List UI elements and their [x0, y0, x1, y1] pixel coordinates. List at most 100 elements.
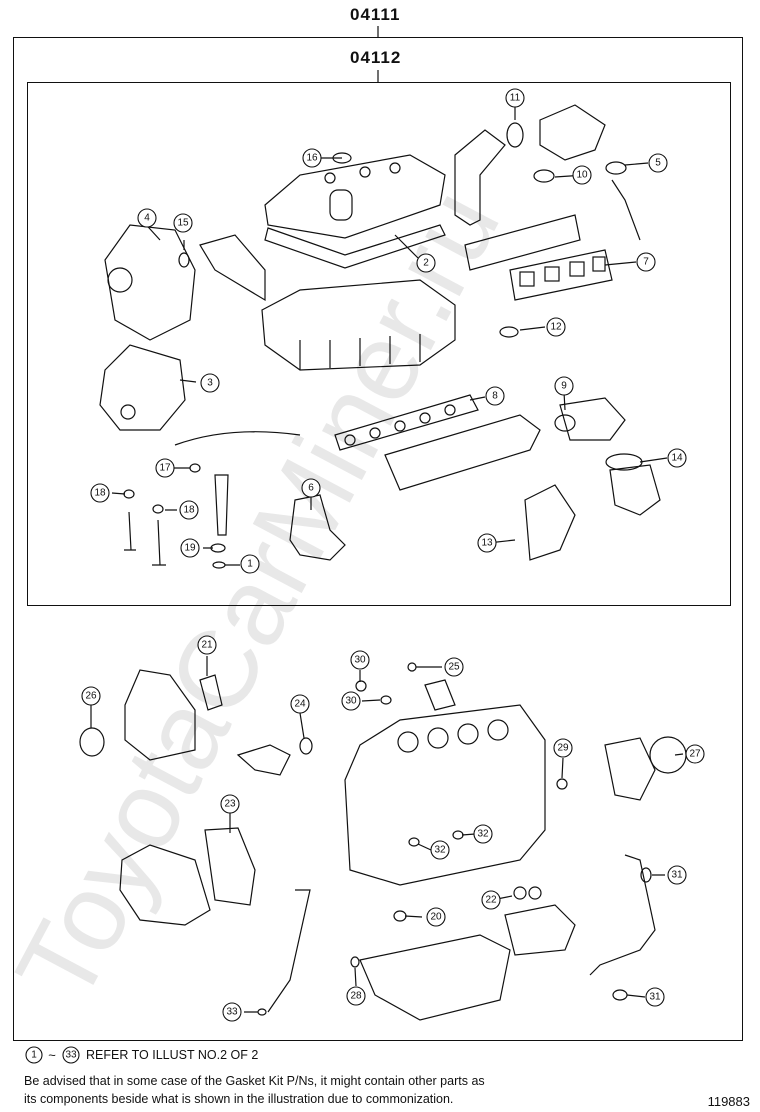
- callout: 14: [667, 448, 687, 468]
- svg-text:22: 22: [485, 895, 497, 906]
- vacuum-pump-part: [524, 484, 576, 561]
- svg-text:1: 1: [247, 559, 253, 570]
- bracket-part: [199, 234, 266, 302]
- svg-text:5: 5: [655, 158, 661, 169]
- cylinder-head-part: [261, 279, 456, 371]
- callout: 5: [648, 153, 668, 173]
- svg-text:21: 21: [201, 640, 213, 651]
- throttle-part: [609, 464, 661, 516]
- callout: 26: [81, 686, 101, 706]
- callout: 21: [197, 635, 217, 655]
- callout: 32: [430, 840, 450, 860]
- callout: 25: [444, 657, 464, 677]
- svg-text:8: 8: [492, 391, 498, 402]
- svg-text:14: 14: [671, 453, 683, 464]
- intake-gasket-part: [334, 394, 479, 451]
- svg-text:30: 30: [345, 696, 357, 707]
- svg-text:4: 4: [144, 213, 150, 224]
- turbo-part: [539, 104, 606, 161]
- cylinder-block-part: [344, 704, 546, 886]
- timing-cover-part: [99, 224, 196, 431]
- svg-text:33: 33: [65, 1050, 77, 1061]
- timing-case-part: [124, 669, 196, 761]
- svg-text:3: 3: [207, 378, 213, 389]
- rear-retainer-part: [604, 737, 656, 801]
- callout: 16: [302, 148, 322, 168]
- callout: 28: [346, 986, 366, 1006]
- callout: 7: [636, 252, 656, 272]
- intake-manifold-part: [384, 414, 541, 491]
- svg-text:9: 9: [561, 381, 567, 392]
- callout: 10: [572, 165, 592, 185]
- outer-kit-code: 04111: [350, 5, 401, 24]
- callout: 18: [179, 500, 199, 520]
- callout: 24: [290, 694, 310, 714]
- valve-part: [152, 519, 166, 566]
- svg-text:13: 13: [481, 538, 493, 549]
- svg-text:11: 11: [510, 93, 521, 104]
- svg-text:6: 6: [308, 483, 314, 494]
- callout: 30: [341, 691, 361, 711]
- svg-text:29: 29: [557, 743, 569, 754]
- water-pump-gasket-part: [204, 827, 256, 906]
- oil-pan-part: [359, 934, 511, 1021]
- svg-text:1: 1: [31, 1050, 37, 1061]
- svg-text:31: 31: [649, 992, 661, 1003]
- callout: 12: [546, 317, 566, 337]
- inner-kit-code: 04112: [350, 48, 402, 67]
- callout: 13: [477, 533, 497, 553]
- wire-harness-part: [174, 431, 301, 446]
- exhaust-manifold-part: [464, 214, 581, 271]
- svg-text:32: 32: [477, 829, 489, 840]
- dipstick-part: [267, 889, 311, 1013]
- callout: 27: [685, 744, 705, 764]
- callout: 4: [137, 208, 157, 228]
- callout: 8: [485, 386, 505, 406]
- manifold-gasket-part: [509, 249, 613, 301]
- front-cover-part: [119, 844, 211, 926]
- callout: 33: [222, 1002, 242, 1022]
- svg-text:19: 19: [184, 543, 196, 554]
- svg-text:15: 15: [177, 218, 189, 229]
- svg-text:27: 27: [689, 749, 701, 760]
- egr-part: [559, 397, 626, 441]
- callout: 20: [426, 907, 446, 927]
- callout: 33: [62, 1046, 80, 1064]
- svg-text:23: 23: [224, 799, 236, 810]
- callout: 30: [350, 650, 370, 670]
- svg-text:28: 28: [350, 991, 362, 1002]
- svg-text:30: 30: [354, 655, 366, 666]
- starter-part: [504, 904, 576, 956]
- svg-text:16: 16: [306, 153, 318, 164]
- advisory-line-1: Be advised that in some case of the Gask…: [24, 1074, 485, 1088]
- callout: 17: [155, 458, 175, 478]
- callout: 31: [645, 987, 665, 1007]
- callout: 3: [200, 373, 220, 393]
- svg-text:17: 17: [159, 463, 171, 474]
- svg-text:24: 24: [294, 699, 306, 710]
- svg-text:18: 18: [94, 488, 106, 499]
- refer-note: REFER TO ILLUST NO.2 OF 2: [86, 1048, 259, 1062]
- intake-pipe-part: [454, 129, 506, 226]
- water-outlet-part: [289, 494, 346, 561]
- svg-text:25: 25: [448, 662, 460, 673]
- callout: 32: [473, 824, 493, 844]
- o-ring-part: [199, 674, 223, 711]
- valve-part: [124, 511, 136, 551]
- callout: 6: [301, 478, 321, 498]
- callout: 2: [416, 253, 436, 273]
- svg-text:26: 26: [85, 691, 97, 702]
- outer-kit-frame: [13, 37, 743, 1041]
- callout: 9: [554, 376, 574, 396]
- pipe-part: [611, 179, 641, 241]
- water-inlet-part: [236, 744, 291, 776]
- callout: 22: [481, 890, 501, 910]
- svg-text:2: 2: [423, 258, 429, 269]
- callout: 29: [553, 738, 573, 758]
- illustration-number: 119883: [707, 1094, 750, 1109]
- callout: 19: [180, 538, 200, 558]
- range-tilde: ~: [48, 1048, 56, 1063]
- svg-text:18: 18: [183, 505, 195, 516]
